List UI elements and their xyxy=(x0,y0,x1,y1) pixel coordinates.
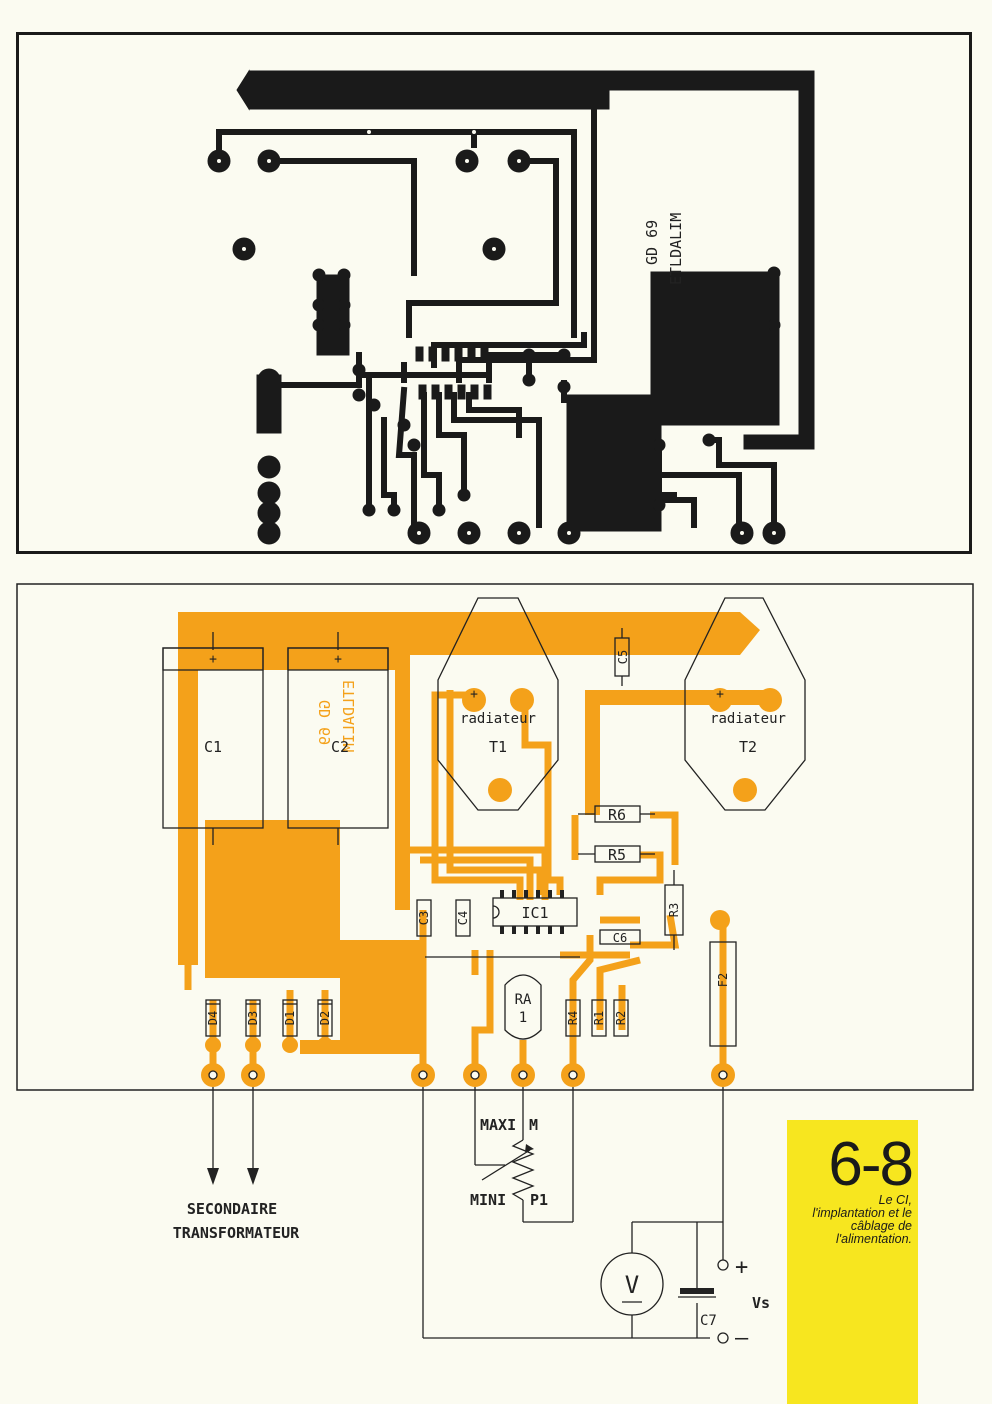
pcb-copper-panel: GD 69 ETLDALIM xyxy=(16,32,972,554)
t1-radiateur-label: radiateur xyxy=(460,711,536,727)
copper-traces xyxy=(178,612,770,1054)
pcb-copper-artwork: GD 69 ETLDALIM xyxy=(207,69,815,545)
pot-p1-label: P1 xyxy=(530,1191,548,1209)
pad-holes xyxy=(208,1070,728,1080)
t2-heatsink-outline xyxy=(684,597,806,811)
figure-number: 6-8 xyxy=(828,1130,914,1199)
copper-gnd-plane xyxy=(340,940,425,1050)
c1-label: C1 xyxy=(204,738,222,756)
r3-label: R3 xyxy=(667,903,681,917)
c7-label: C7 xyxy=(700,1313,717,1329)
d4-outline xyxy=(205,999,221,1037)
r1-label: R1 xyxy=(592,1011,606,1025)
d3-outline xyxy=(245,999,261,1037)
r5-label: R5 xyxy=(608,846,626,864)
pcb-ic-pads xyxy=(415,346,492,400)
vs-label: Vs xyxy=(752,1294,770,1312)
c2-label: C2 xyxy=(331,738,349,756)
f2-outline xyxy=(709,941,737,1047)
figure-caption: Le CI, l'implantation et le câblage de l… xyxy=(787,1194,912,1246)
voltmeter-circle xyxy=(600,1252,664,1316)
pcb-drill-holes xyxy=(217,130,776,535)
r2-outline xyxy=(613,999,629,1037)
r4-outline xyxy=(565,999,581,1037)
caption-line-3: câblage de xyxy=(850,1219,912,1233)
vs-minus-label: – xyxy=(735,1326,749,1351)
caption-line-4: l'alimentation. xyxy=(835,1232,912,1246)
figure-caption-box: 6-8 Le CI, l'implantation et le câblage … xyxy=(787,1120,918,1404)
c3-outline xyxy=(416,899,432,937)
r4-label: R4 xyxy=(566,1011,580,1025)
vs-plus-label: + xyxy=(735,1255,748,1280)
t2-plus-label: + xyxy=(716,687,724,702)
pot-maxi-label: MAXI xyxy=(480,1116,516,1134)
copper-mirrored-text: GD 69 ETLDALIM xyxy=(316,680,358,752)
t2-radiateur-label: radiateur xyxy=(710,711,786,727)
copper-top-bus xyxy=(178,612,760,965)
t1-heatsink-outline xyxy=(437,597,559,811)
pcb-bus-tip xyxy=(236,69,250,111)
c6-outline xyxy=(599,929,641,945)
c4-label: C4 xyxy=(456,911,470,925)
c3-label: C3 xyxy=(417,911,431,925)
d4-label: D4 xyxy=(206,1011,220,1025)
d1-label: D1 xyxy=(283,1011,297,1025)
vs-minus-terminal xyxy=(717,1332,729,1344)
f2-label: F2 xyxy=(716,973,730,987)
pcb-ground-plane-t1 xyxy=(566,394,662,532)
t1-label: T1 xyxy=(489,738,507,756)
c5-label: C5 xyxy=(616,650,630,664)
voltmeter-label: V xyxy=(625,1271,639,1299)
pcb-silk-line-1: GD 69 xyxy=(643,220,661,265)
vs-plus-terminal xyxy=(717,1259,729,1271)
external-wiring xyxy=(212,1087,729,1344)
c1-plus-label: + xyxy=(209,652,217,667)
ra1-label-bottom: 1 xyxy=(519,1010,527,1026)
ic1-outline xyxy=(492,897,578,927)
c2-plus-label: + xyxy=(334,652,342,667)
t2-label: T2 xyxy=(739,738,757,756)
ra1-outline xyxy=(504,974,542,1040)
d2-label: D2 xyxy=(318,1011,332,1025)
c4-outline xyxy=(455,899,471,937)
c6-label: C6 xyxy=(613,931,627,945)
copper-mirror-line-1: GD 69 xyxy=(316,700,334,745)
p1-resistor-symbol xyxy=(511,1139,535,1201)
copper-thin-traces xyxy=(184,690,727,1075)
r2-label: R2 xyxy=(614,1011,628,1025)
c7-plate xyxy=(680,1288,714,1294)
d2-outline xyxy=(317,999,333,1037)
copper-c1-plane xyxy=(205,820,340,960)
pcb-trace xyxy=(743,434,815,450)
ic1-label: IC1 xyxy=(521,904,548,922)
secondary-label-line1: SECONDAIRE xyxy=(187,1200,277,1218)
p1-adjust-arrow xyxy=(481,1149,531,1181)
pcb-silk-line-2: ETLDALIM xyxy=(667,213,685,285)
ic1-pins xyxy=(500,890,564,934)
copper-mirror-line-2: ETLDALIM xyxy=(340,680,358,752)
r6-label: R6 xyxy=(608,806,626,824)
pcb-small-pads xyxy=(312,266,781,517)
d3-label: D3 xyxy=(246,1011,260,1025)
pot-m-label: M xyxy=(529,1116,538,1134)
t1-plus-label: + xyxy=(470,687,478,702)
ra1-label-top: RA xyxy=(515,992,532,1008)
pot-mini-label: MINI xyxy=(470,1191,506,1209)
pcb-silk-text: GD 69 ETLDALIM xyxy=(643,213,685,285)
caption-line-2: l'implantation et le xyxy=(812,1206,912,1220)
pcb-c1-area xyxy=(316,274,350,356)
component-outlines xyxy=(162,597,806,1047)
caption-line-1: Le CI, xyxy=(878,1193,912,1207)
r1-outline xyxy=(591,999,607,1037)
wiring-arrowheads xyxy=(207,1144,534,1185)
pcb-ground-plane-t2 xyxy=(650,271,780,426)
layout-panel-frame xyxy=(16,583,974,1091)
secondary-label-line2: TRANSFORMATEUR xyxy=(173,1224,300,1242)
d1-outline xyxy=(282,999,298,1037)
